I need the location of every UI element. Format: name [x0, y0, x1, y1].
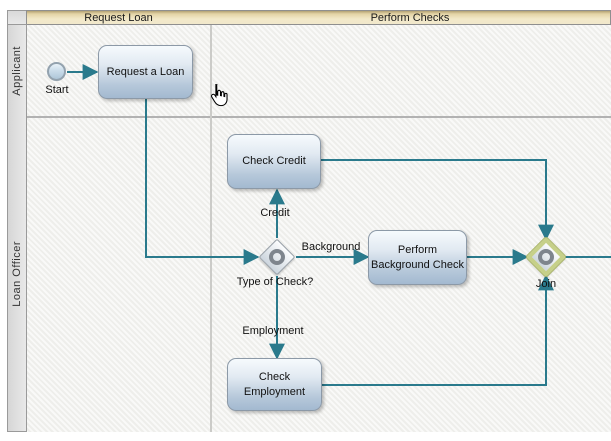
phase-label: Request Loan — [84, 11, 153, 24]
gateway-type-of-check[interactable] — [258, 238, 296, 276]
task-check-credit[interactable]: Check Credit — [227, 134, 321, 189]
task-label: Request a Loan — [106, 65, 185, 78]
phase-divider — [210, 25, 212, 432]
hand-pointer-cursor — [210, 84, 228, 107]
flow-label-background: Background — [301, 241, 361, 253]
lane-header-loan-officer[interactable]: Loan Officer — [7, 117, 27, 432]
lane-divider — [7, 116, 611, 118]
flow-label-employment: Employment — [242, 325, 304, 337]
start-event-label: Start — [45, 84, 69, 96]
flow-request-loan-to-gateway[interactable] — [145, 99, 260, 265]
flow-label-credit: Credit — [260, 207, 290, 219]
gateway-label: Join — [535, 278, 557, 290]
start-event[interactable] — [47, 62, 66, 81]
task-check-employment[interactable]: Check Employment — [227, 358, 322, 411]
flow-check-employment-to-join[interactable] — [322, 274, 554, 386]
gateway-join[interactable] — [526, 237, 566, 277]
phase-header-perform-checks[interactable]: Perform Checks — [210, 10, 611, 25]
task-label: Check Employment — [243, 371, 306, 398]
phase-header-request-loan[interactable]: Request Loan — [26, 10, 211, 25]
phase-label: Perform Checks — [370, 11, 450, 24]
flow-check-credit-to-join[interactable] — [321, 159, 554, 241]
inclusive-gateway-ring-icon — [269, 249, 285, 265]
inclusive-gateway-ring-icon — [538, 249, 554, 265]
task-perform-background-check[interactable]: Perform Background Check — [368, 230, 467, 285]
task-request-a-loan[interactable]: Request a Loan — [98, 45, 193, 99]
task-label: Check Credit — [242, 155, 306, 168]
task-label: Perform Background Check — [371, 244, 464, 271]
gateway-label: Type of Check? — [236, 276, 314, 288]
